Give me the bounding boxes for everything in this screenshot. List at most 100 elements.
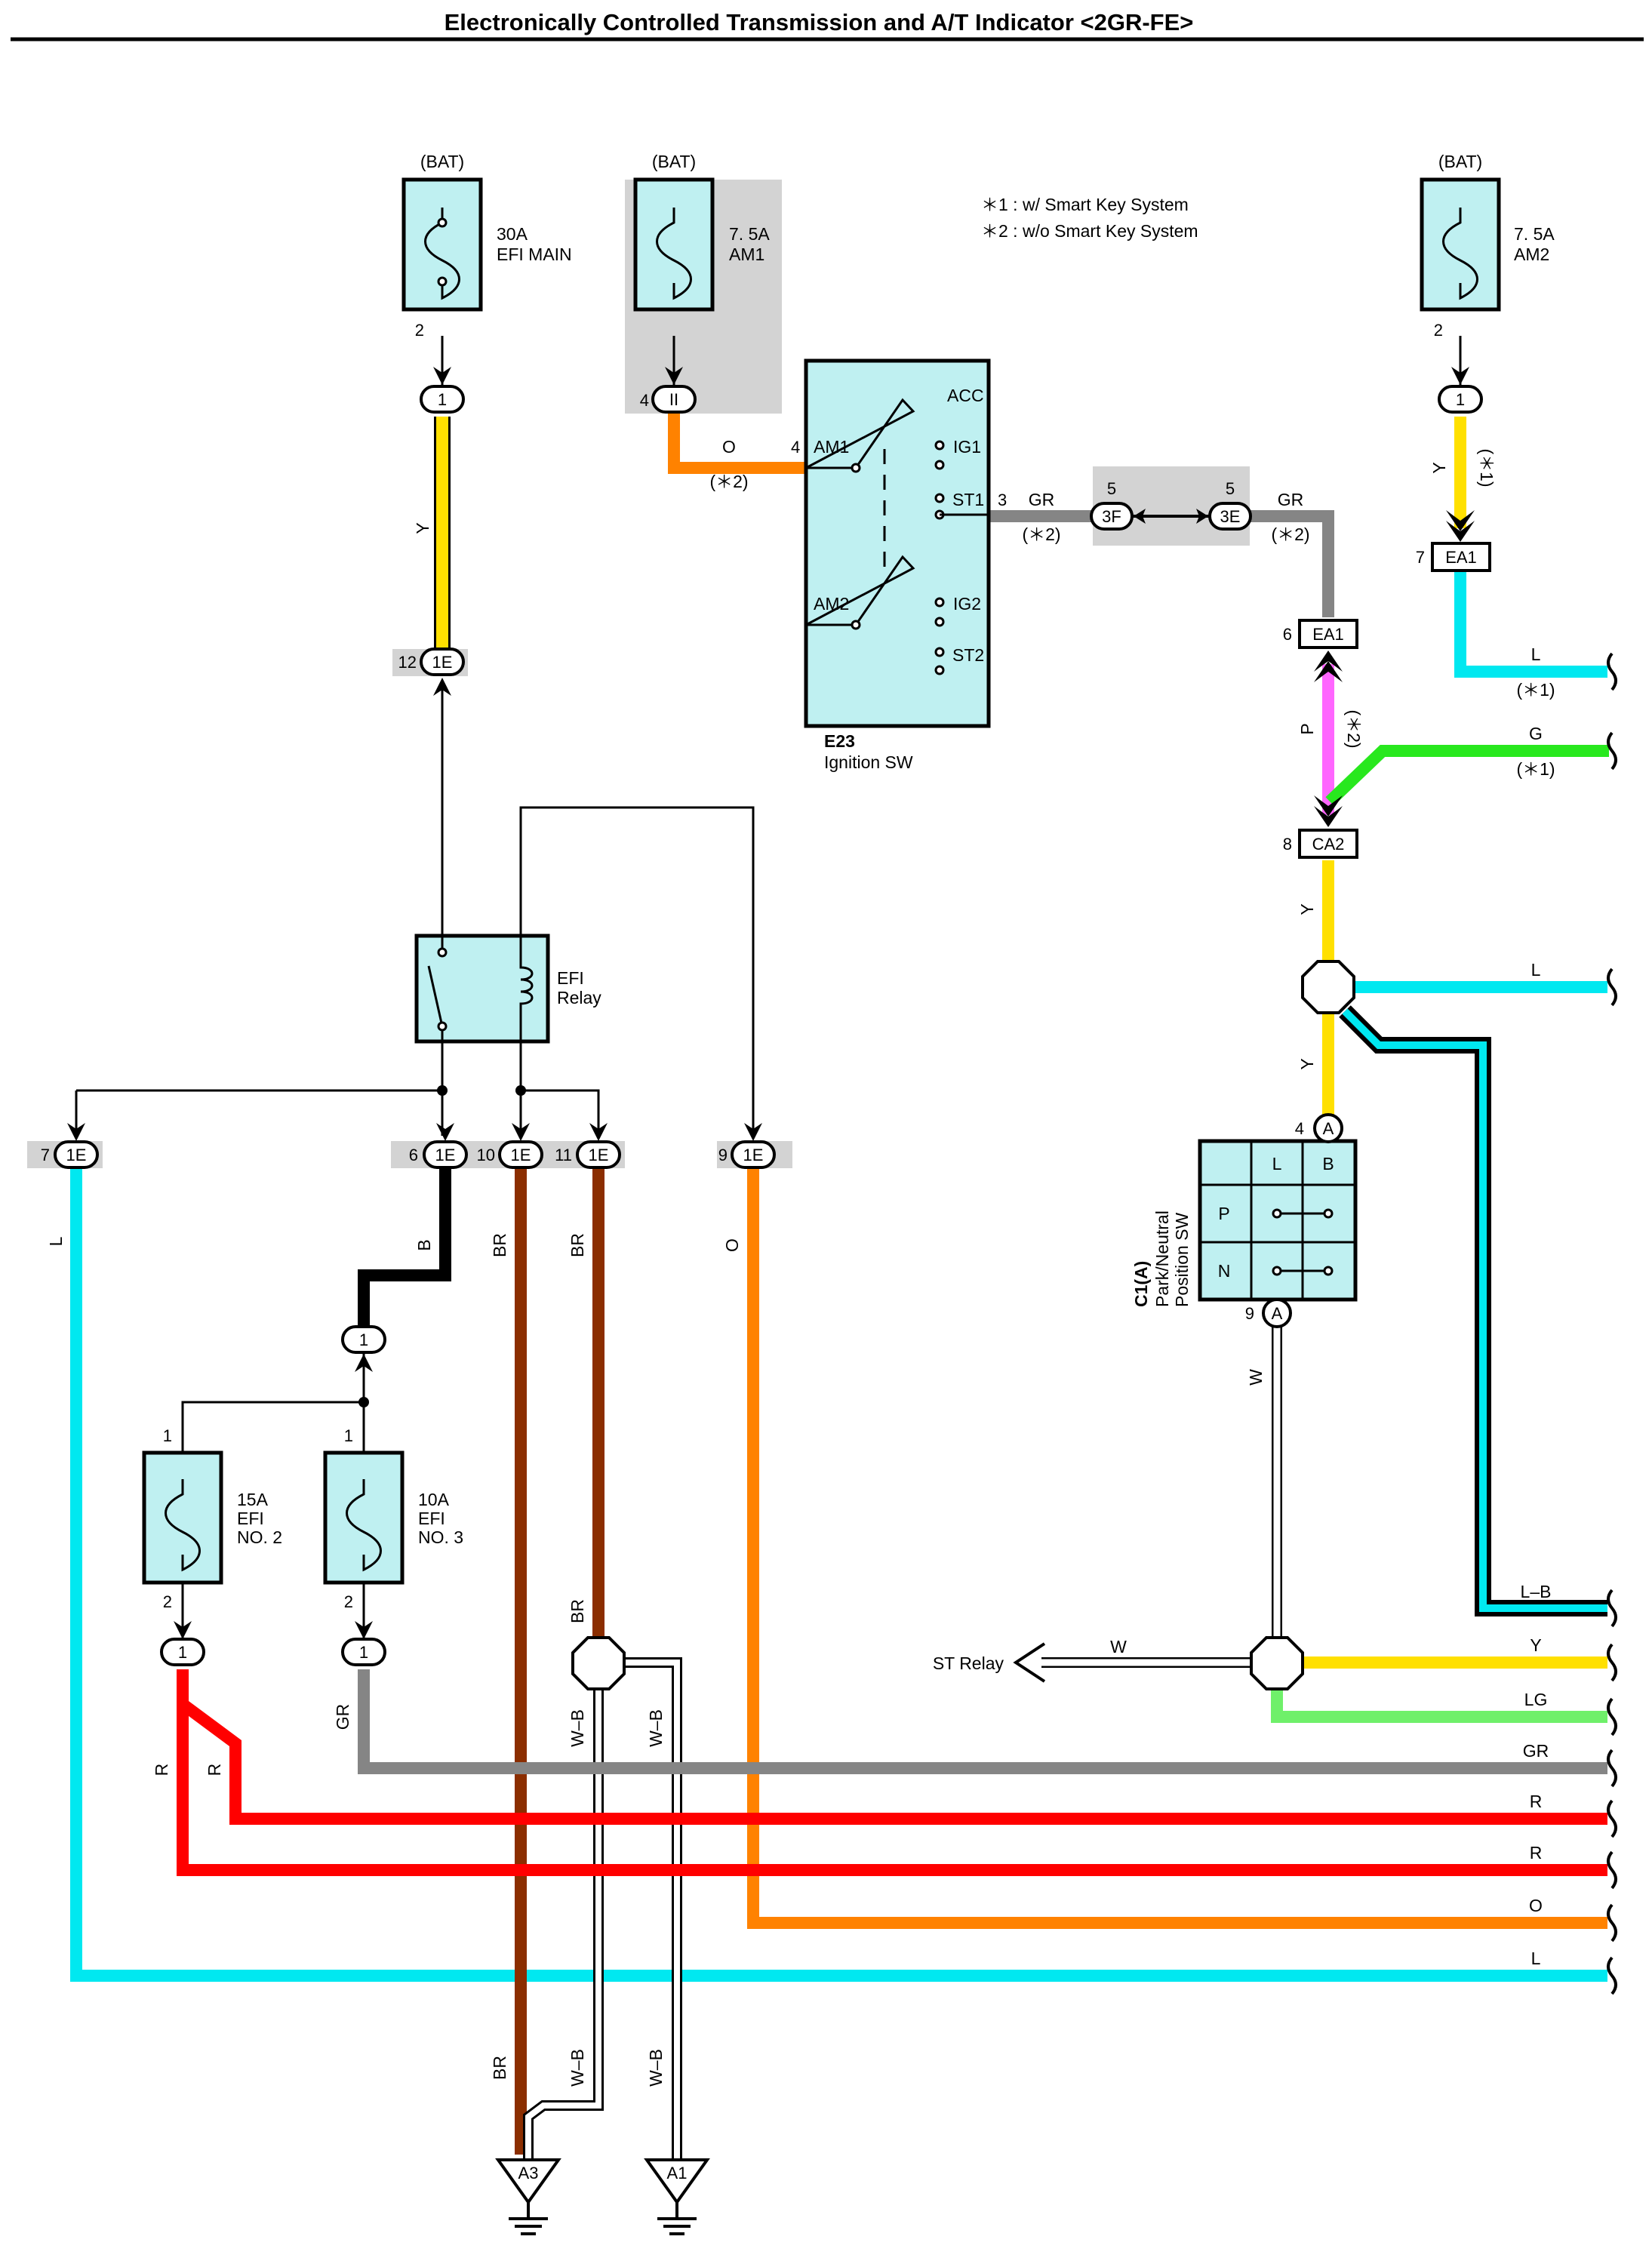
efi-relay-dot: [437, 1021, 448, 1032]
wire-r-1: [177, 1669, 1607, 1876]
png-col-b: B: [1322, 1154, 1334, 1174]
arrow-1e-10: [512, 1123, 530, 1141]
fuse-am2-symbol: [1442, 208, 1478, 300]
right-wire-label: GR: [1523, 1741, 1549, 1761]
ign-dot: [934, 493, 945, 503]
break-lg: [1607, 1697, 1617, 1736]
ignition-switch: ACC IG1 ST1 AM1 AM2 IG2 ST2 4 3 E23 Igni…: [791, 358, 1007, 772]
png-conn-out: [1262, 1298, 1292, 1328]
conn-1e-12-pin: 12: [398, 653, 417, 672]
label-r-1: R: [152, 1764, 171, 1776]
png-dot: [1272, 1208, 1282, 1219]
ign-term-ig2: IG2: [953, 594, 981, 614]
fuse-efi-no2-name1: EFI: [237, 1509, 264, 1528]
wire-labels: Y O (＊2) GR (＊2) GR (＊2) Y (＊1) P (＊2) Y…: [46, 437, 1497, 2087]
fuse-efi-main-pin: 2: [415, 321, 424, 340]
wire-wb-a1-fill: [620, 1660, 680, 2158]
right-wire-label: Y: [1530, 1635, 1541, 1655]
label-note-am2: (＊1): [1477, 448, 1497, 487]
ign-dot: [934, 617, 945, 627]
fuse-terminal: [437, 276, 448, 287]
wire-gr-no3: [358, 1669, 1607, 1774]
ground-a3-label: A3: [518, 2164, 539, 2182]
conn-am1-label: II: [669, 390, 678, 409]
ign-term-ig1: IG1: [953, 437, 981, 457]
fuse-efi-no3-pin-top: 1: [344, 1426, 353, 1445]
efi-relay-name2: Relay: [557, 988, 601, 1007]
label-o-am1: O: [722, 437, 736, 457]
break-l1: [1607, 652, 1617, 691]
fuse-efi-main-source: (BAT): [420, 152, 464, 171]
fuse-terminal: [437, 217, 448, 228]
label-br-junction: BR: [568, 1599, 587, 1623]
wire-b: [358, 1168, 451, 1328]
efi-relay-box: [414, 934, 550, 1044]
right-wire-label: L: [1531, 644, 1541, 664]
fuse-am1-name: AM1: [729, 245, 764, 264]
label-w-png: W: [1246, 1369, 1266, 1386]
label-o-9: O: [722, 1238, 742, 1252]
png-conn-in-label: A: [1323, 1119, 1334, 1138]
conn-1e-6-pin: 6: [409, 1146, 418, 1164]
break-lb: [1607, 1589, 1617, 1628]
conn-efi-main: [420, 385, 465, 414]
st-relay-label: ST Relay: [933, 1653, 1004, 1673]
arrow-1e-11: [589, 1123, 608, 1141]
ignition-switch-id: E23: [824, 731, 855, 751]
break-l2: [1607, 967, 1617, 1007]
break-g: [1607, 731, 1617, 771]
fuse-am1: (BAT) 7. 5A AM1 4: [633, 152, 770, 410]
junction-br: [571, 1636, 626, 1690]
thin-wire-group: [75, 336, 1462, 1638]
label-note-am1: (＊2): [709, 472, 748, 491]
park-neutral-switch: L B P N A 4 A 9 C1(A) Park/Neutral Posit…: [1131, 1113, 1358, 1328]
fuse-efi-no2-pin-bot: 2: [163, 1592, 172, 1611]
label-p: P: [1297, 723, 1317, 734]
label-br-bottom: BR: [490, 2056, 509, 2080]
ignition-switch-box: [804, 358, 991, 728]
fuse-efi-main-symbol: [424, 208, 460, 300]
arrow-am1: [665, 367, 683, 385]
wire-l-ea1: [1454, 572, 1607, 678]
label-y-am2: Y: [1429, 462, 1449, 473]
conn-1e-6-label: 1E: [435, 1146, 456, 1164]
break-o: [1607, 1903, 1617, 1943]
conn-3f-label: 3F: [1102, 507, 1121, 526]
ground-a3-symbol: [509, 2202, 548, 2235]
conn-ea1-label: EA1: [1312, 625, 1344, 644]
efi-relay: EFI Relay: [414, 934, 601, 1044]
fuse-efi-no3-name2: NO. 3: [418, 1527, 463, 1547]
conn-1e-12: [420, 648, 465, 676]
arrow-1e-12: [433, 678, 451, 696]
conn-1e-9-label: 1E: [743, 1146, 764, 1164]
conn-3e-label: 3E: [1220, 507, 1241, 526]
wire-wb-a3-fill: [525, 1684, 601, 2158]
wire-lb-fill: [1342, 1008, 1607, 1612]
conn-b-1-label: 1: [359, 1330, 368, 1349]
conn-1e-6: [423, 1140, 468, 1169]
png-sw-name2: Position SW: [1172, 1212, 1192, 1307]
conn-3f-pin: 5: [1107, 479, 1116, 498]
fuse-am1-rating: 7. 5A: [729, 224, 770, 244]
break-gr: [1607, 1749, 1617, 1788]
png-sw-id: C1(A): [1131, 1261, 1151, 1307]
grounds: A3 A1: [495, 2158, 710, 2235]
fuse-efi-no2-pin-top: 1: [163, 1426, 172, 1445]
splice-relay: [437, 1085, 448, 1096]
arrow-ea1-2: [1314, 661, 1343, 682]
wire-g: [1325, 745, 1609, 806]
png-pin-in: 4: [1295, 1119, 1304, 1138]
conn-1e-10: [498, 1140, 543, 1169]
fuse-am2-name: AM2: [1514, 245, 1549, 264]
png-dot: [1272, 1266, 1282, 1276]
conn-ca2: [1298, 829, 1358, 859]
st-relay-arrow: [1013, 1642, 1046, 1683]
ign-dot: [851, 463, 861, 473]
wire-wb-a3: [523, 1684, 604, 2158]
fuse-am2-pin: 2: [1434, 321, 1443, 340]
png-conn-in: [1313, 1113, 1343, 1143]
png-row-p: P: [1218, 1204, 1229, 1223]
ign-dot: [934, 665, 945, 675]
wire-l-left: [70, 1168, 1607, 1982]
